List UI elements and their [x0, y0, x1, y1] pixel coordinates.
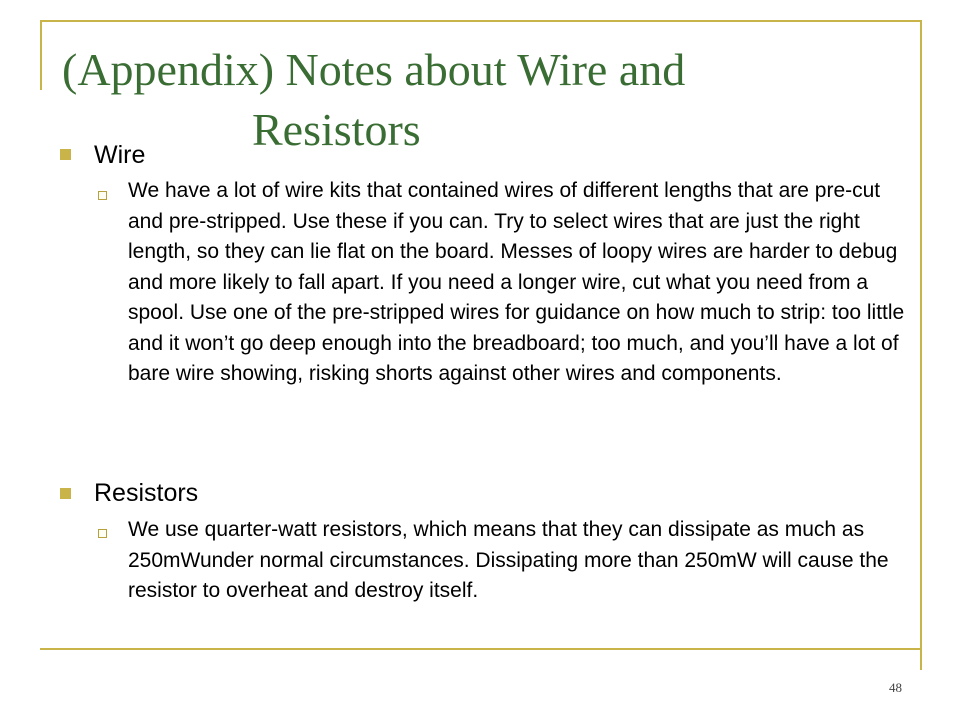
- bottom-rule: [40, 648, 920, 650]
- resistors-paragraph: We use quarter-watt resistors, which mea…: [128, 518, 889, 602]
- section-heading-resistors: Resistors: [94, 479, 199, 507]
- slide-title: (Appendix) Notes about Wire and Resistor…: [62, 40, 912, 160]
- square-bullet-icon: [60, 488, 71, 499]
- hollow-square-bullet-icon: [98, 529, 107, 538]
- hollow-square-bullet-icon: [98, 191, 107, 200]
- right-rule: [920, 20, 922, 670]
- wire-paragraph: We have a lot of wire kits that containe…: [128, 179, 905, 385]
- section-heading-wire: Wire: [94, 141, 146, 169]
- square-bullet-icon: [60, 149, 71, 160]
- slide-number: 48: [889, 680, 902, 695]
- top-rule: [40, 20, 920, 22]
- left-accent-rule: [40, 20, 42, 90]
- slide-title-line1: (Appendix) Notes about Wire and: [62, 44, 686, 95]
- slide-title-line2: Resistors: [252, 104, 421, 155]
